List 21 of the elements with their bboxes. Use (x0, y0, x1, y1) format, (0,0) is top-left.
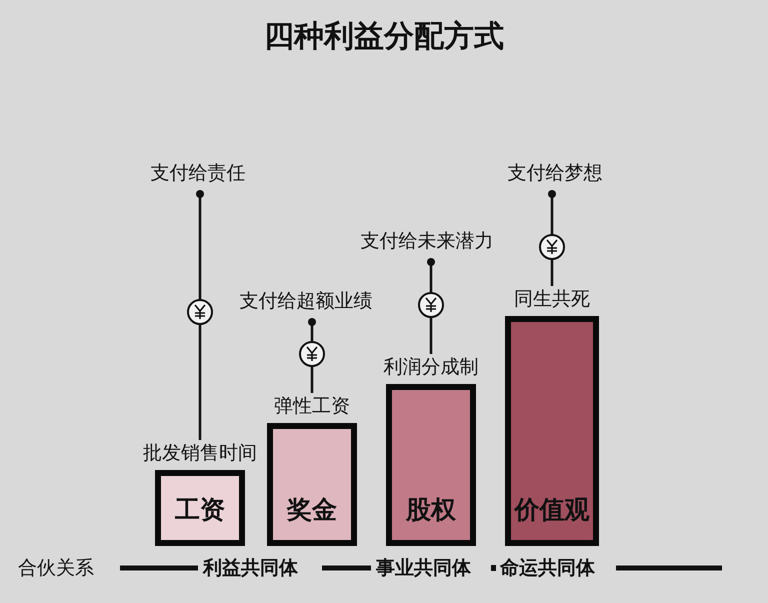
bar-label: 价值观 (514, 494, 590, 526)
connector-line (548, 190, 556, 286)
bar-caption: 利润分成制 (384, 356, 478, 378)
bar-caption: 同生共死 (514, 288, 590, 310)
row-label: 合伙关系 (18, 556, 94, 581)
connector-line (427, 258, 435, 354)
connector-line (196, 190, 204, 440)
payment-label: 支付给未来潜力 (360, 228, 494, 254)
bar-caption: 弹性工资 (274, 395, 350, 417)
connector-line (308, 318, 316, 393)
relationship-label: 命运共同体 (500, 556, 595, 581)
payment-label: 支付给超额业绩 (240, 288, 372, 314)
payment-label: 支付给责任 (150, 160, 246, 186)
relationship-label: 利益共同体 (203, 556, 298, 581)
payment-label: 支付给梦想 (508, 160, 602, 186)
bar-label: 股权 (406, 494, 456, 526)
bar-caption: 批发销售时间 (143, 442, 257, 464)
relationship-label: 事业共同体 (376, 556, 471, 581)
title: 四种利益分配方式 (263, 18, 505, 56)
bar-label: 奖金 (287, 494, 337, 526)
bar-label: 工资 (175, 494, 225, 526)
